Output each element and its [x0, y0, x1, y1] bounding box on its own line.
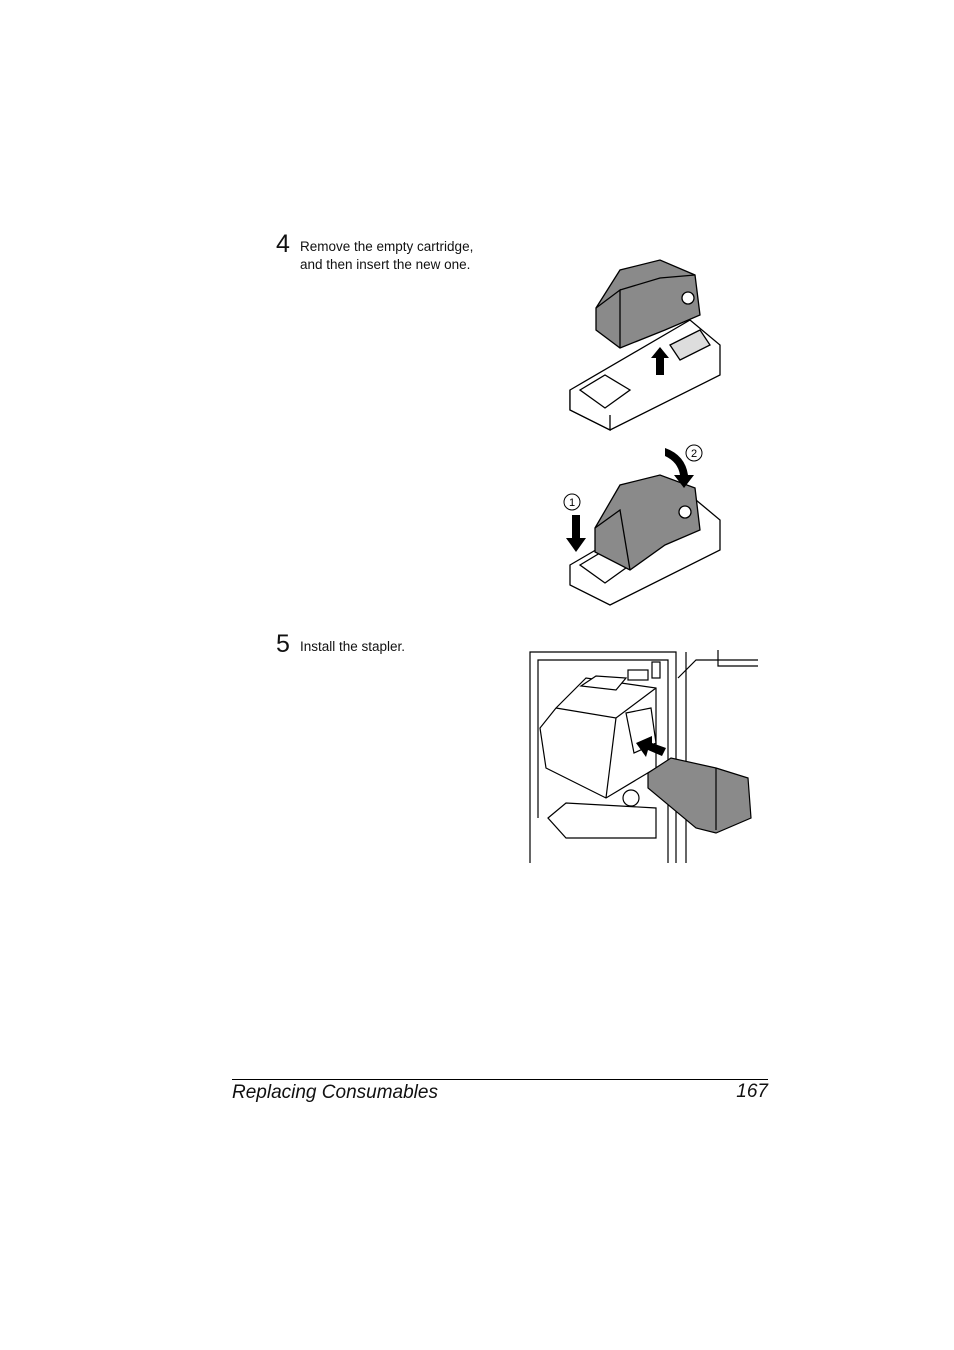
step-5-instruction: Install the stapler. — [300, 639, 406, 654]
footer-section-title: Replacing Consumables — [232, 1082, 438, 1103]
insert-cartridge-illustration: 1 2 — [563, 444, 721, 606]
callout-1-icon — [563, 493, 581, 511]
step-4-number: 4 — [276, 230, 290, 258]
install-stapler-illustration — [529, 650, 758, 863]
callout-1-label: 1 — [569, 497, 575, 509]
step-4-instruction: Remove the empty cartridge, and then ins… — [300, 239, 474, 272]
push-arrow-icon — [636, 736, 666, 757]
footer-divider — [232, 1079, 768, 1080]
callout-2-icon — [685, 444, 703, 462]
curved-arrow-icon — [665, 448, 694, 488]
callout-2-label: 2 — [691, 448, 697, 460]
remove-cartridge-illustration — [569, 259, 721, 432]
down-arrow-icon — [566, 515, 586, 552]
step-5-number: 5 — [276, 630, 290, 658]
up-arrow-icon — [651, 347, 669, 375]
footer-page-number: 167 — [736, 1081, 768, 1102]
